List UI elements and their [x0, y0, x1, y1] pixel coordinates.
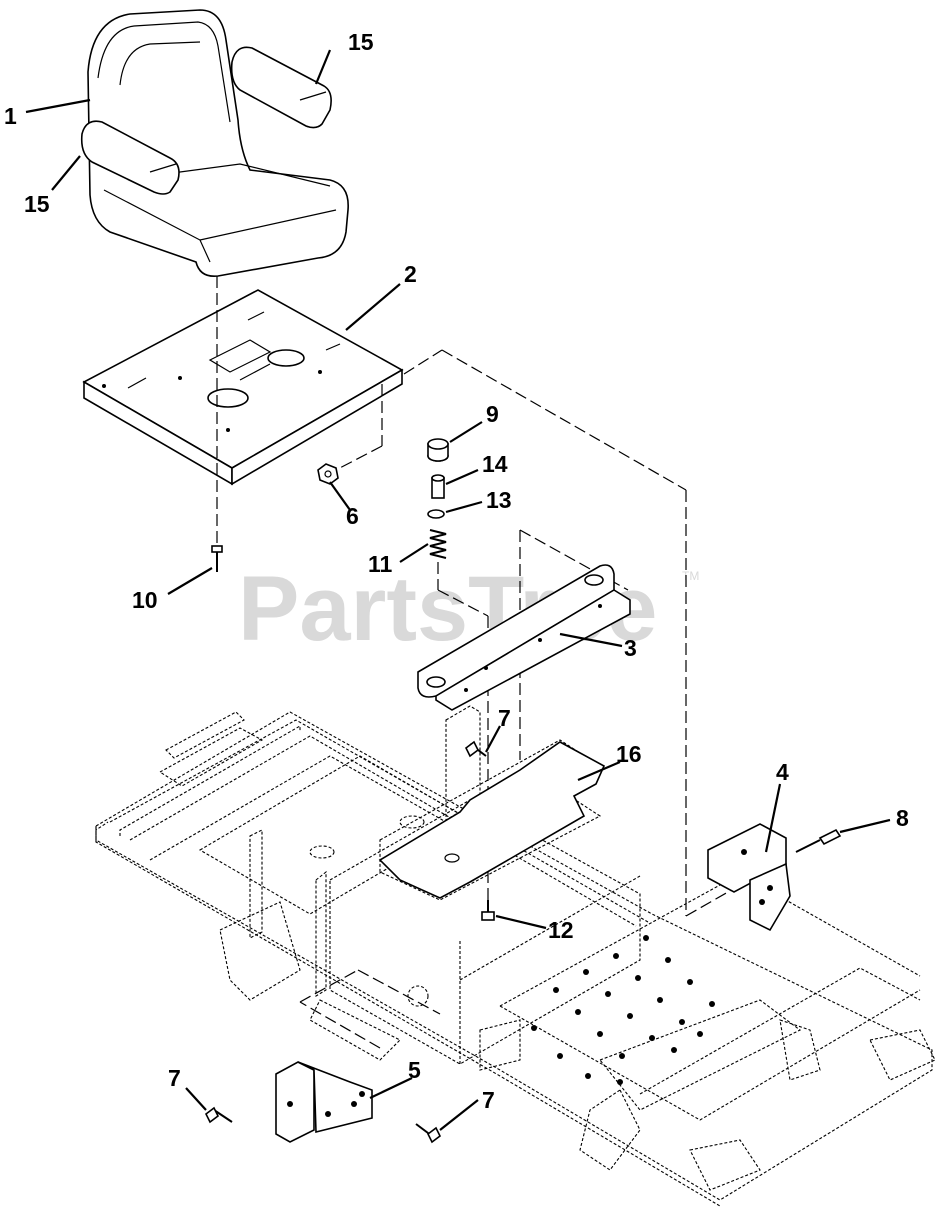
callout-12: 12: [548, 917, 574, 943]
tractor-frame: [95, 705, 936, 1207]
callout-3: 3: [624, 635, 637, 661]
callout-1: 1: [4, 103, 17, 129]
seat-part[interactable]: [87, 9, 349, 278]
bolt-7b-part[interactable]: [204, 1106, 233, 1124]
bracket-4-part[interactable]: [707, 823, 791, 932]
bolt-12-part[interactable]: [481, 900, 495, 921]
armrest-right-part[interactable]: [230, 46, 332, 129]
armrest-left-part[interactable]: [80, 120, 180, 195]
callout-4: 4: [776, 759, 789, 785]
callout-7-upper: 7: [498, 705, 511, 731]
floor-plate-holes: [531, 935, 715, 1085]
bracket-3-part[interactable]: [417, 564, 631, 711]
bolt-7a-part[interactable]: [464, 740, 487, 758]
nut-part[interactable]: [317, 463, 339, 485]
alignment-lines: [216, 276, 757, 1049]
callout-6: 6: [346, 503, 359, 529]
cap-part[interactable]: [427, 438, 449, 462]
callout-8: 8: [896, 805, 909, 831]
callout-2: 2: [404, 261, 417, 287]
bracket-5-part[interactable]: [275, 1061, 373, 1143]
washer-part[interactable]: [427, 509, 445, 519]
callout-11: 11: [368, 551, 393, 577]
bolt-7c-part[interactable]: [415, 1123, 442, 1144]
seat-pan-part[interactable]: [82, 289, 404, 486]
watermark-trademark: TM: [682, 569, 699, 583]
plate-16-part[interactable]: [378, 741, 606, 899]
callout-16: 16: [616, 741, 642, 767]
callout-13: 13: [486, 487, 512, 513]
callout-7-lower-right: 7: [482, 1087, 495, 1113]
bolt-10-part[interactable]: [211, 545, 223, 572]
spacer-part[interactable]: [431, 474, 445, 499]
callout-9: 9: [486, 401, 499, 427]
bolt-8-part[interactable]: [795, 828, 842, 853]
callout-14: 14: [482, 451, 508, 477]
spring-part[interactable]: [429, 529, 447, 559]
callout-10: 10: [132, 587, 158, 613]
callout-5: 5: [408, 1057, 421, 1083]
callout-15-top: 15: [348, 29, 374, 55]
callout-7-lower-left: 7: [168, 1065, 181, 1091]
callout-15-left: 15: [24, 191, 50, 217]
callout-labels: 1 15 15 2 9 14 13 11 6 10 3 7 16 4 8 12 …: [4, 29, 909, 1113]
callout-leaders: [25, 49, 891, 1131]
